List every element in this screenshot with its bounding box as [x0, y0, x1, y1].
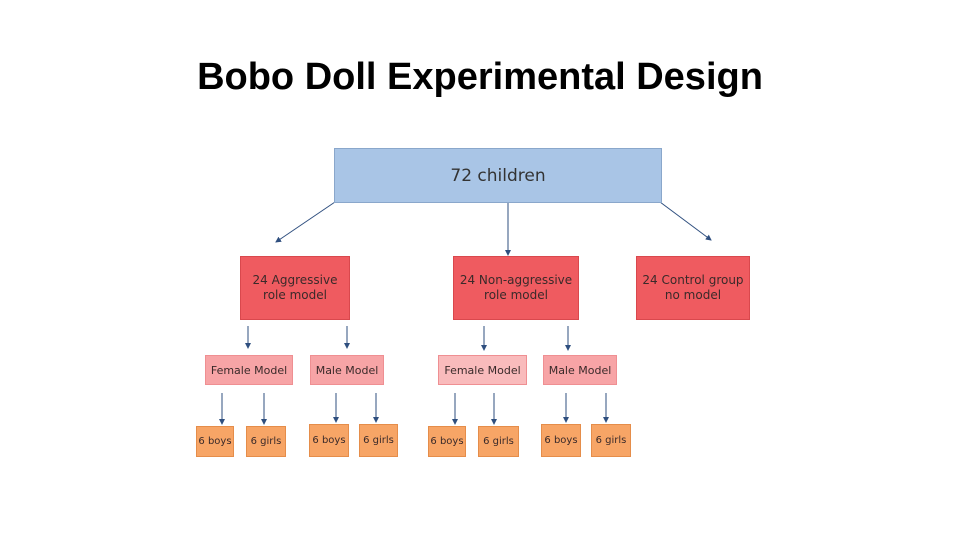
leaf-girls: 6 girls: [359, 424, 398, 457]
arrow-root-to-aggressive: [275, 201, 336, 243]
group-nonaggressive-line2: role model: [484, 288, 548, 302]
root-label: 72 children: [450, 165, 546, 186]
leaf-girls: 6 girls: [246, 426, 286, 457]
leaf-girls: 6 girls: [478, 426, 519, 457]
model-female-aggressive: Female Model: [205, 355, 293, 385]
leaf-label: 6 girls: [483, 436, 514, 447]
model-label: Female Model: [210, 363, 288, 377]
leaf-label: 6 boys: [312, 435, 346, 446]
root-node: 72 children: [334, 148, 662, 203]
leaf-girls: 6 girls: [591, 424, 631, 457]
model-female-nonaggressive: Female Model: [438, 355, 527, 385]
leaf-boys: 6 boys: [541, 424, 581, 457]
leaf-label: 6 girls: [363, 435, 394, 446]
leaf-boys: 6 boys: [196, 426, 234, 457]
model-male-aggressive: Male Model: [310, 355, 384, 385]
group-aggressive: 24 Aggressive role model: [240, 256, 350, 320]
model-male-nonaggressive: Male Model: [543, 355, 617, 385]
arrow-root-to-control: [659, 201, 712, 241]
leaf-boys: 6 boys: [428, 426, 466, 457]
leaf-boys: 6 boys: [309, 424, 349, 457]
group-control-line1: 24 Control group: [642, 273, 744, 287]
slide-title: Bobo Doll Experimental Design: [197, 56, 763, 98]
leaf-label: 6 girls: [250, 436, 282, 447]
leaf-label: 6 girls: [595, 435, 627, 446]
model-label: Male Model: [548, 363, 612, 377]
model-label: Female Model: [444, 363, 521, 377]
leaf-label: 6 boys: [198, 436, 232, 447]
leaf-label: 6 boys: [544, 435, 578, 446]
group-control: 24 Control group no model: [636, 256, 750, 320]
group-aggressive-line2: role model: [263, 288, 327, 302]
model-label: Male Model: [315, 363, 379, 377]
group-nonaggressive: 24 Non-aggressive role model: [453, 256, 579, 320]
group-control-line2: no model: [664, 288, 722, 302]
leaf-label: 6 boys: [430, 436, 464, 447]
group-aggressive-line1: 24 Aggressive: [252, 273, 338, 287]
group-nonaggressive-line1: 24 Non-aggressive: [459, 273, 573, 287]
